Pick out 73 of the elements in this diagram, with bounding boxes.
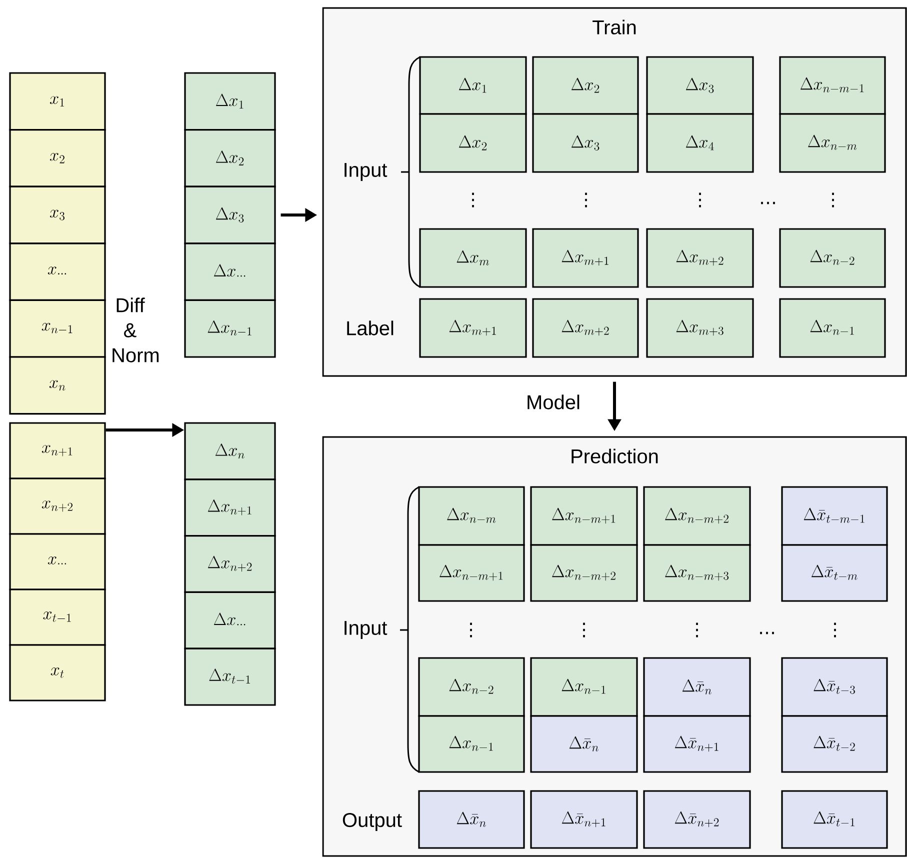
ellipsis: ⋮ (696, 622, 698, 638)
data-cell: $\Delta \bar{x}_n$ (530, 715, 638, 773)
value-cell: $x_{n+2}$ (9, 478, 106, 535)
data-cell: $\Delta \bar{x}_n$ (418, 790, 525, 849)
data-cell: $\Delta x_4$ (646, 113, 754, 173)
row-label: Label (347, 320, 394, 336)
edge-label: Diff & Norm (110, 296, 159, 364)
data-cell: $\Delta x_{n-m}$ (779, 113, 886, 173)
data-cell: $\Delta x_{n-2}$ (418, 657, 525, 717)
value-cell: $x_{n+1}$ (9, 422, 106, 480)
data-cell: $\Delta x_{m+1}$ (419, 298, 527, 358)
ellipsis: ⋮ (699, 192, 701, 208)
difference-cell: $\Delta x_{t-1}$ (184, 648, 276, 706)
difference-cell: $\Delta x_1$ (184, 72, 276, 131)
data-cell: $\Delta x_{n-m+2}$ (530, 544, 638, 602)
value-cell: $x_{n-1}$ (9, 299, 106, 358)
data-cell: $\Delta x_{n-m+1}$ (530, 486, 638, 546)
data-cell: $\Delta \bar{x}_{t-m}$ (781, 544, 888, 602)
value-cell: $x_{\cdots}$ (9, 242, 106, 301)
data-cell: $\Delta x_m$ (419, 228, 527, 288)
value-cell: $x_{\cdots}$ (9, 533, 106, 590)
data-cell: $\Delta x_{n-m}$ (418, 486, 525, 546)
data-cell: $\Delta x_2$ (532, 56, 639, 115)
data-cell: $\Delta \bar{x}_{t-1}$ (781, 790, 888, 849)
value-cell: $x_1$ (9, 72, 106, 131)
data-cell: $\Delta x_1$ (419, 56, 527, 115)
data-cell: $\Delta x_{n-1}$ (530, 657, 638, 717)
difference-cell: $\Delta x_n$ (184, 422, 276, 480)
data-cell: $\Delta x_{n-2}$ (779, 228, 886, 288)
data-cell: $\Delta x_{n-1}$ (418, 715, 525, 773)
ellipsis: ⋮ (834, 622, 836, 638)
data-cell: $\Delta x_2$ (419, 113, 527, 173)
row-label: Input (344, 163, 388, 181)
data-cell: $\Delta \bar{x}_{n+1}$ (530, 790, 638, 849)
row-label: Output (342, 812, 402, 832)
difference-cell: $\Delta x_3$ (184, 186, 276, 244)
value-cell: $x_{t-1}$ (9, 588, 106, 646)
value-cell: $x_2$ (9, 129, 106, 188)
ellipsis: ⋮ (585, 192, 587, 208)
ellipsis: ⋮ (832, 192, 834, 208)
row-label: Input (344, 621, 388, 639)
difference-cell: $\Delta x_{n+2}$ (184, 535, 276, 593)
edge-label: Model (525, 394, 580, 410)
ellipsis: … (761, 202, 775, 204)
data-cell: $\Delta \bar{x}_{t-m-1}$ (781, 486, 888, 546)
difference-cell: $\Delta x_{\cdots}$ (184, 591, 276, 650)
difference-cell: $\Delta x_2$ (184, 129, 276, 188)
ellipsis: ⋮ (583, 622, 585, 638)
data-cell: $\Delta \bar{x}_{t-3}$ (781, 657, 888, 717)
data-cell: $\Delta x_{m+2}$ (532, 298, 639, 358)
data-cell: $\Delta x_{m+1}$ (532, 228, 639, 288)
ellipsis: ⋮ (470, 622, 472, 638)
data-cell: $\Delta x_{n-1}$ (779, 298, 886, 358)
value-cell: $x_n$ (9, 356, 106, 415)
data-cell: $\Delta x_{n-m-1}$ (779, 56, 886, 115)
data-cell: $\Delta x_{m+2}$ (646, 228, 754, 288)
data-cell: $\Delta x_{n-m+2}$ (643, 486, 751, 546)
data-cell: $\Delta \bar{x}_n$ (643, 657, 751, 717)
data-cell: $\Delta x_{m+3}$ (646, 298, 754, 358)
data-cell: $\Delta x_3$ (646, 56, 754, 115)
value-cell: $x_3$ (9, 186, 106, 244)
data-cell: $\Delta x_3$ (532, 113, 639, 173)
data-cell: $\Delta \bar{x}_{n+2}$ (643, 790, 751, 849)
ellipsis: … (760, 632, 774, 634)
value-cell: $x_t$ (9, 644, 106, 702)
data-cell: $\Delta \bar{x}_{n+1}$ (643, 715, 751, 773)
difference-cell: $\Delta x_{\cdots}$ (184, 242, 276, 301)
difference-cell: $\Delta x_{n-1}$ (184, 299, 276, 358)
data-cell: $\Delta \bar{x}_{t-2}$ (781, 715, 888, 773)
ellipsis: ⋮ (472, 192, 474, 208)
difference-cell: $\Delta x_{n+1}$ (184, 478, 276, 537)
data-cell: $\Delta x_{n-m+3}$ (643, 544, 751, 602)
data-cell: $\Delta x_{n-m+1}$ (418, 544, 525, 602)
